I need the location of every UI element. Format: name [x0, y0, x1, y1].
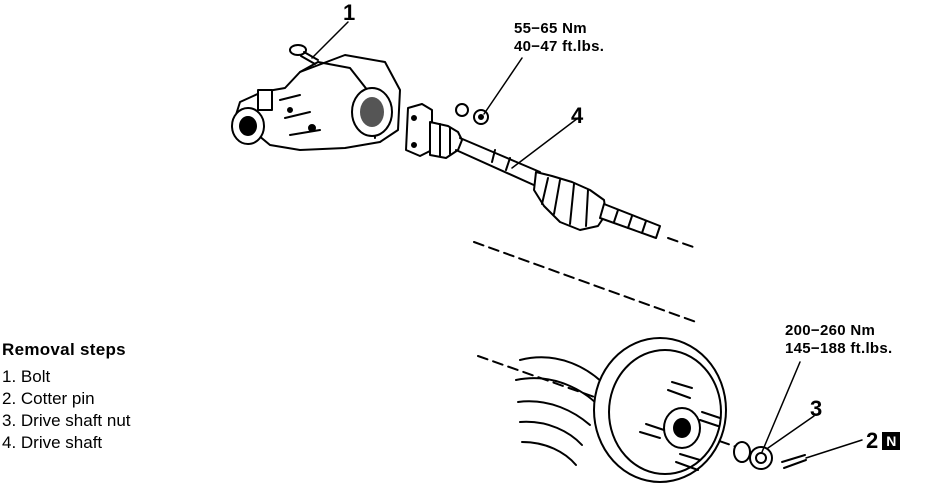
step-item: 4. Drive shaft — [2, 433, 103, 452]
differential-carrier — [231, 54, 401, 151]
step-item: 3. Drive shaft nut — [2, 411, 131, 430]
callout-4: 4 — [571, 103, 584, 128]
torque-spec-flange: 55−65 Nm 40−47 ft.lbs. — [514, 20, 604, 56]
callout-2-number: 2 — [866, 428, 879, 453]
inner-cv-boot — [429, 121, 463, 159]
drive-shaft — [455, 137, 541, 187]
new-part-badge: N — [882, 432, 901, 450]
callout-3: 3 — [810, 396, 823, 421]
torque-flange-ftlbs: 40−47 ft.lbs. — [514, 38, 605, 55]
leader-lines — [311, 21, 863, 459]
drive-shaft-nut-assembly — [733, 441, 807, 470]
drive-shaft-flange — [405, 103, 433, 157]
removal-steps-title: Removal steps — [2, 340, 126, 359]
step-item: 2. Cotter pin — [2, 389, 95, 408]
torque-spec-nut: 200−260 Nm 145−188 ft.lbs. — [785, 322, 892, 358]
step-item: 1. Bolt — [2, 367, 51, 386]
callout-1: 1 — [343, 0, 356, 25]
torque-nut-nm: 200−260 Nm — [785, 322, 876, 339]
stub-shaft — [599, 203, 661, 239]
flange-nuts — [455, 103, 489, 125]
bolt-1 — [289, 44, 319, 65]
brake-drum-hub — [515, 337, 727, 483]
torque-nut-ftlbs: 145−188 ft.lbs. — [785, 340, 893, 357]
removal-steps-list: 1. Bolt 2. Cotter pin 3. Drive shaft nut… — [2, 366, 131, 454]
removal-steps: Removal steps 1. Bolt 2. Cotter pin 3. D… — [2, 340, 131, 454]
torque-flange-nm: 55−65 Nm — [514, 20, 587, 37]
alignment-lines — [473, 237, 746, 451]
outer-cv-boot — [533, 171, 607, 231]
